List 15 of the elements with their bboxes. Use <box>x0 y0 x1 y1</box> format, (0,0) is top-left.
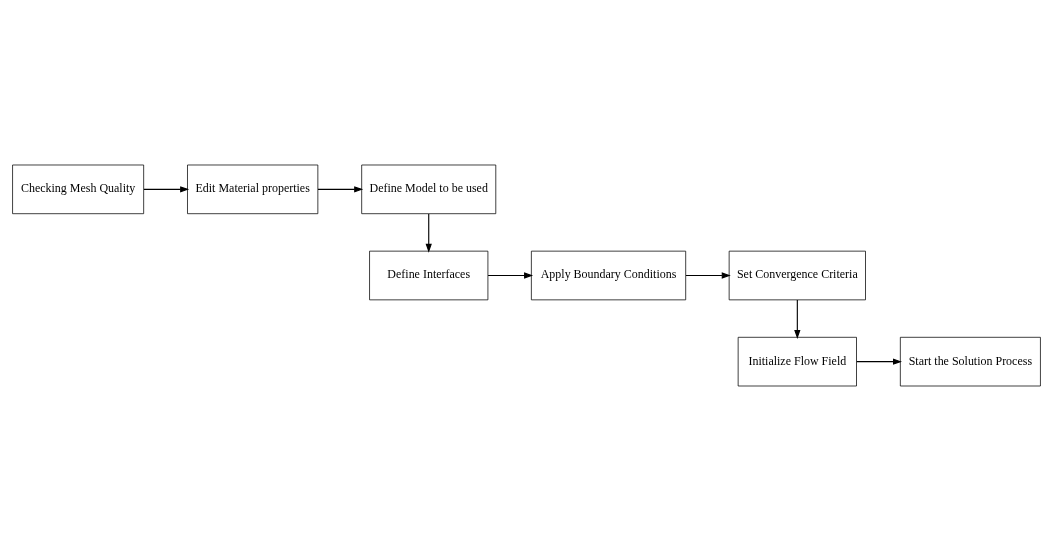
arrow <box>425 212 432 253</box>
arrow <box>794 299 801 339</box>
node-box: Set Convergence Criteria <box>728 250 866 300</box>
node-box: Apply Boundary Conditions <box>531 250 687 300</box>
node-box: Checking Mesh Quality <box>12 164 145 214</box>
arrow <box>317 185 364 192</box>
node-box: Edit Material properties <box>187 164 319 214</box>
node-box: Define Model to be used <box>361 164 497 214</box>
arrow <box>143 185 190 192</box>
arrow <box>487 271 534 279</box>
arrow <box>856 358 902 365</box>
node-box: Define Interfaces <box>369 250 489 300</box>
node-box: Initialize Flow Field <box>737 336 857 386</box>
arrow <box>685 271 731 279</box>
node-box: Start the Solution Process <box>899 336 1041 386</box>
